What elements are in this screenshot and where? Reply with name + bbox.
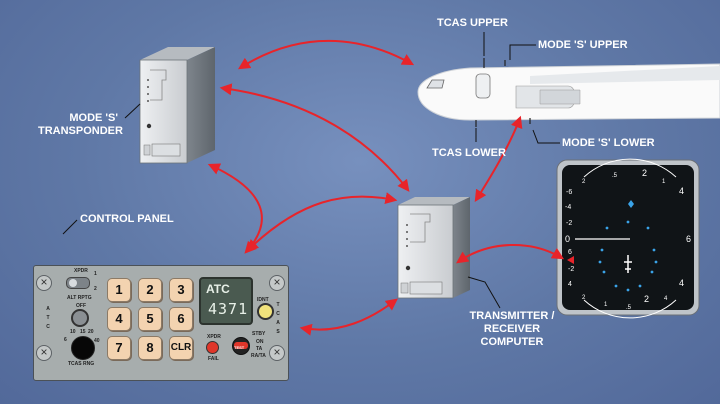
knob-num-2: 2	[94, 286, 97, 292]
ta-label: TA	[256, 346, 263, 352]
alt-rptg-knob[interactable]	[71, 309, 89, 327]
atc-side-a: A	[46, 306, 50, 312]
range-40: 40	[94, 338, 100, 344]
scale-left-neg4: -4	[565, 204, 572, 211]
tcas-display-instrument	[556, 158, 700, 319]
tcas-side-c: C	[276, 311, 280, 317]
mode-s-upper-label: MODE 'S' UPPER	[538, 39, 628, 51]
range-10: 10	[70, 329, 76, 335]
mode-s-transponder-label-2: TRANSPONDER	[38, 125, 123, 137]
screw-icon: ×	[36, 345, 52, 361]
scale-bottom-1: 1	[604, 302, 608, 308]
alt-rptg-label: ALT RPTG	[67, 295, 92, 301]
scale-bottom-2: 2	[644, 294, 650, 304]
keypad-7-button[interactable]: 7	[107, 336, 131, 360]
range-6: 6	[64, 337, 67, 343]
atc-title: ATC	[206, 282, 230, 296]
xpdr-toggle-switch[interactable]	[66, 277, 90, 289]
scale-bottom-05: .5	[626, 305, 632, 311]
signal-arrows	[207, 39, 565, 336]
scale-top-1: 1	[662, 179, 666, 185]
tcas-side-a: A	[276, 320, 280, 326]
range-15: 15	[80, 329, 86, 335]
stby-label: STBY	[252, 331, 266, 337]
xpdr-fail-light	[206, 341, 219, 354]
screw-icon: ×	[36, 275, 52, 291]
tcas-range-knob[interactable]	[71, 336, 95, 360]
tcas-side-s: S	[276, 329, 280, 335]
keypad-3-button[interactable]: 3	[169, 278, 193, 302]
keypad-8-button[interactable]: 8	[138, 336, 162, 360]
screw-icon: ×	[269, 275, 285, 291]
atc-code-value: 4371	[208, 300, 249, 318]
atc-side-c: C	[46, 324, 50, 330]
ra-ta-label: RA/TA	[251, 353, 266, 359]
knob-num-1: 1	[94, 271, 97, 277]
mode-s-transponder-label-1: MODE 'S'	[69, 112, 118, 124]
scale-right-4: 4	[679, 186, 685, 196]
scale-left-4-lower: 4	[568, 281, 572, 288]
scale-top-2: 2	[642, 168, 648, 178]
control-panel-label: CONTROL PANEL	[80, 213, 174, 225]
tcas-side-t: T	[276, 302, 280, 308]
scale-bottom-left-2: 2	[582, 295, 586, 301]
trc-label-1: TRANSMITTER /	[469, 310, 555, 322]
range-20: 20	[88, 329, 94, 335]
scale-left-neg6: -6	[566, 189, 573, 196]
keypad-6-button[interactable]: 6	[169, 307, 193, 331]
scale-bottom-4: 4	[664, 296, 668, 302]
tcas-rng-label: TCAS RNG	[68, 361, 95, 367]
test-label: TEST	[234, 345, 245, 350]
scale-left-neg2: -2	[566, 220, 573, 227]
xpdr-label: XPDR	[74, 268, 88, 274]
ident-button[interactable]	[257, 303, 274, 320]
scale-right-6: 6	[686, 234, 692, 244]
scale-left-6: 6	[568, 249, 572, 256]
test-mode-knob[interactable]	[232, 337, 250, 355]
keypad-4-button[interactable]: 4	[107, 307, 131, 331]
xpdr-fail-label-2: FAIL	[208, 356, 219, 362]
screw-icon: ×	[269, 345, 285, 361]
trc-label-2: RECEIVER	[483, 323, 541, 335]
keypad-2-button[interactable]: 2	[138, 278, 162, 302]
scale-top-05: .5	[612, 173, 618, 179]
transmitter-receiver-computer-unit	[397, 197, 470, 299]
mode-s-transponder-unit	[139, 47, 215, 164]
off-label: OFF	[76, 303, 86, 309]
mode-s-lower-label: MODE 'S' LOWER	[562, 137, 655, 149]
atc-code-display: ATC 4371	[199, 277, 253, 325]
aircraft-illustration	[417, 58, 720, 127]
keypad-5-button[interactable]: 5	[138, 307, 162, 331]
trc-label-3: COMPUTER	[480, 336, 544, 348]
on-label: ON	[256, 339, 264, 345]
tcas-lower-label: TCAS LOWER	[432, 147, 506, 159]
ident-label: IDNT	[257, 297, 269, 303]
clr-button[interactable]: CLR	[169, 336, 193, 360]
atc-side-t: T	[46, 315, 50, 321]
scale-bottom-right-4: 4	[679, 278, 685, 288]
scale-left-0: 0	[565, 234, 571, 244]
tcas-upper-label: TCAS UPPER	[437, 17, 508, 29]
keypad-1-button[interactable]: 1	[107, 278, 131, 302]
scale-top-left-2: 2	[582, 179, 586, 185]
xpdr-fail-label-1: XPDR	[207, 334, 221, 340]
scale-left-neg2-lower: -2	[568, 266, 575, 273]
